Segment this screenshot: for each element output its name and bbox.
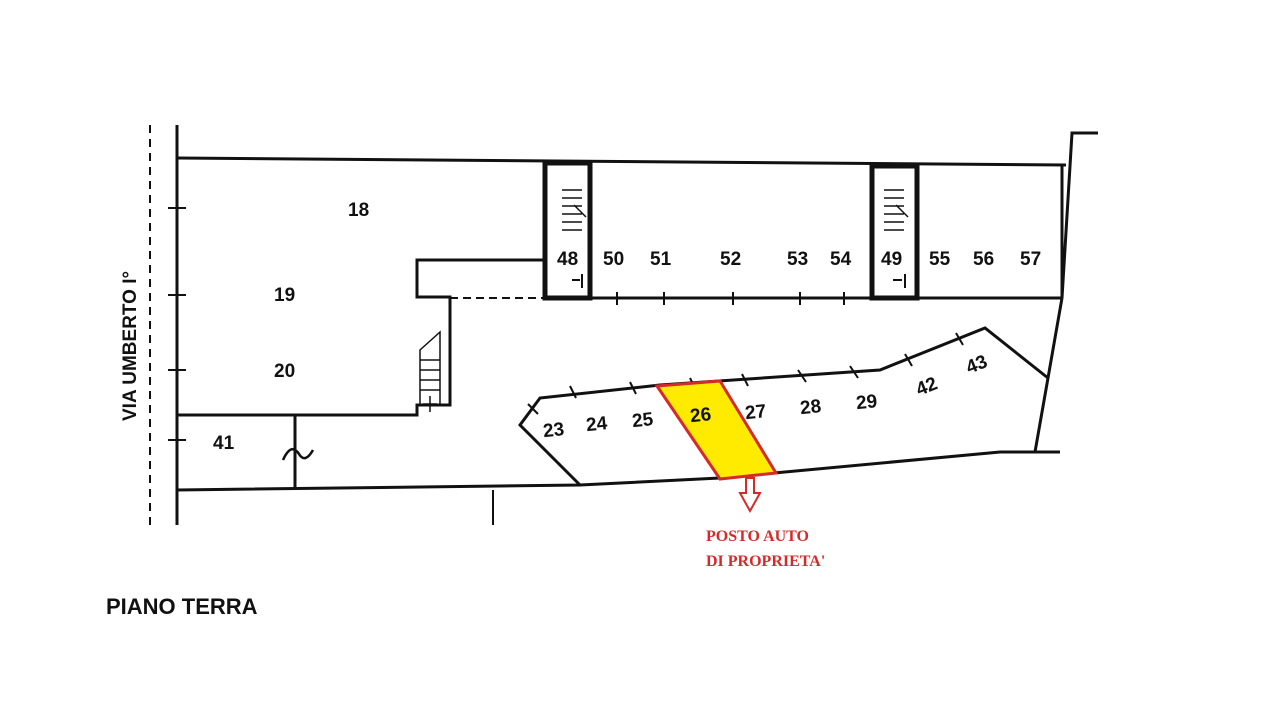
parking-label: 24: [585, 413, 609, 436]
room-label: 54: [830, 249, 852, 270]
floor-label: PIANO TERRA: [106, 594, 258, 619]
parking-label: 25: [631, 409, 655, 432]
room-label: 50: [603, 249, 624, 270]
parking-ticks: [527, 332, 964, 415]
parking-label: 27: [744, 401, 767, 424]
room-label: 19: [274, 285, 295, 306]
bottom-boundary: [176, 450, 1060, 492]
parking-label: 28: [799, 396, 822, 419]
room-label: 48: [557, 249, 578, 270]
room-label: 57: [1020, 249, 1041, 270]
street-label: VIA UMBERTO I°: [120, 271, 141, 421]
room-label: 56: [973, 249, 994, 270]
stairwell-49: [869, 163, 920, 301]
stair-icon: [419, 330, 441, 412]
parking-label: 29: [855, 391, 878, 414]
highlight-label-line2: DI PROPRIETA': [706, 553, 825, 570]
room-label: 49: [881, 249, 902, 270]
parking-strip: [518, 326, 1049, 487]
stair-icon: [562, 189, 909, 231]
room-label: 53: [787, 249, 808, 270]
parking-label: 23: [542, 419, 565, 442]
parking-label: 42: [913, 373, 940, 400]
axis-ticks: [168, 207, 186, 441]
door-swing-icon: [281, 447, 315, 461]
room-label: 52: [720, 249, 741, 270]
top-wall: [176, 156, 1067, 167]
highlighted-parking-space: [654, 379, 779, 481]
room-label: 18: [348, 200, 369, 221]
building-outline: [177, 258, 545, 417]
highlight-label-line1: POSTO AUTO: [706, 528, 809, 545]
parking-label: 43: [963, 351, 990, 378]
stairwell-48: [542, 160, 593, 301]
room-label: 20: [274, 361, 295, 382]
room-label: 41: [213, 433, 235, 454]
parking-label: 26: [689, 404, 712, 427]
room-label: 51: [650, 249, 672, 270]
arrow-down-icon: [738, 477, 762, 514]
room-label: 55: [929, 249, 951, 270]
